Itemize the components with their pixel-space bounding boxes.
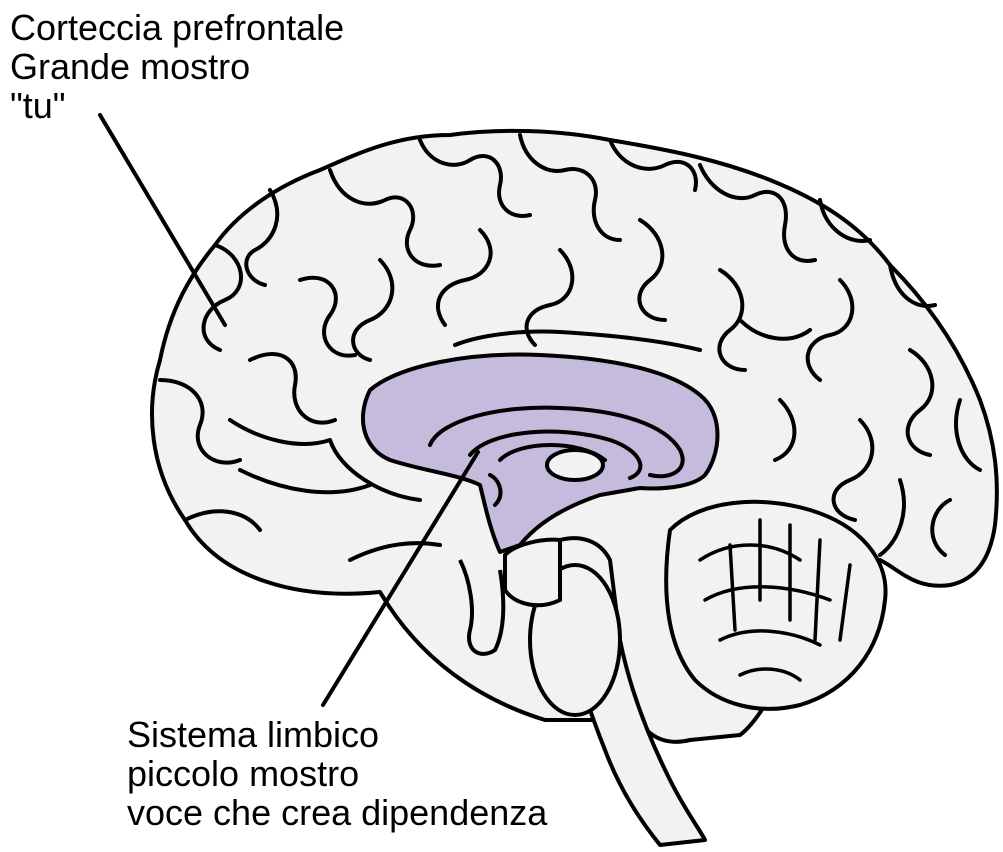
prefrontal-subtitle: Grande mostro: [10, 47, 344, 86]
prefrontal-quote: "tu": [10, 86, 344, 125]
limbic-title: Sistema limbico: [127, 715, 547, 754]
limbic-system-label: Sistema limbico piccolo mostro voce che …: [127, 715, 547, 832]
limbic-subtitle: piccolo mostro: [127, 754, 547, 793]
midbrain: [505, 540, 560, 606]
limbic-description: voce che crea dipendenza: [127, 793, 547, 832]
prefrontal-title: Corteccia prefrontale: [10, 8, 344, 47]
prefrontal-leader-line: [100, 115, 225, 325]
prefrontal-cortex-label: Corteccia prefrontale Grande mostro "tu": [10, 8, 344, 125]
cerebellum: [666, 502, 885, 709]
